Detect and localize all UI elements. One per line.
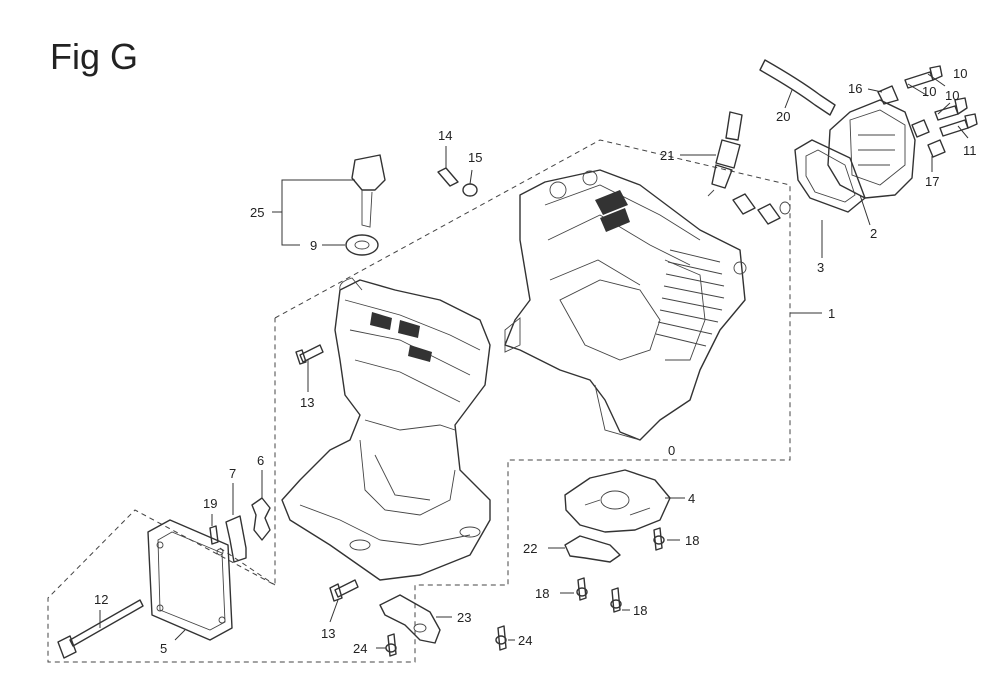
- head-cover: [827, 99, 916, 199]
- callout-4: 4: [688, 491, 695, 506]
- oil-filler-cap: [351, 154, 386, 228]
- gasket-7: [225, 515, 247, 563]
- callout-13-upper: 13: [300, 395, 314, 410]
- callout-24-a: 24: [353, 641, 367, 656]
- callout-3: 3: [817, 260, 824, 275]
- callout-1: 1: [828, 306, 835, 321]
- callout-0: 0: [668, 443, 675, 458]
- callout-21: 21: [660, 148, 674, 163]
- callout-10-c: 10: [945, 88, 959, 103]
- side-cover-plate: [147, 519, 233, 641]
- callout-24-b: 24: [518, 633, 532, 648]
- head-cover-gasket: [794, 139, 866, 213]
- callout-15: 15: [468, 150, 482, 165]
- dowel-pins: [732, 193, 791, 225]
- assembly-outline: [47, 139, 791, 663]
- callout-13-lower: 13: [321, 626, 335, 641]
- callout-17: 17: [925, 174, 939, 189]
- breather-tube: [759, 59, 836, 116]
- leader-lines: [99, 73, 969, 649]
- filler-seal: [345, 234, 379, 256]
- callout-5: 5: [160, 641, 167, 656]
- callout-20: 20: [776, 109, 790, 124]
- callout-10-b: 10: [922, 84, 936, 99]
- callout-7: 7: [229, 466, 236, 481]
- callout-11: 11: [963, 143, 977, 158]
- bracket-23: [379, 594, 441, 644]
- figure-title: Fig G: [50, 36, 139, 77]
- long-bolt-12: [57, 599, 144, 659]
- callout-25: 25: [250, 205, 264, 220]
- small-bolts: [209, 525, 665, 657]
- head-cover-bolts: [877, 65, 978, 158]
- bolt-14: [437, 167, 459, 187]
- washer-15: [462, 183, 478, 197]
- spark-plug: [707, 111, 743, 197]
- crankcase-housing: [281, 277, 491, 581]
- callout-19: 19: [203, 496, 217, 511]
- callout-16: 16: [848, 81, 862, 96]
- plate-6: [251, 497, 271, 541]
- callout-18-c: 18: [633, 603, 647, 618]
- engine-block: [504, 169, 747, 441]
- callout-22: 22: [523, 541, 537, 556]
- callout-labels: 1 2 3 4 5 6 7 9 10 10 10 11 12 13 13 14 …: [94, 66, 977, 656]
- callout-9: 9: [310, 238, 317, 253]
- callout-18-b: 18: [535, 586, 549, 601]
- callout-6: 6: [257, 453, 264, 468]
- callout-23: 23: [457, 610, 471, 625]
- clamp-22: [564, 535, 621, 563]
- bolt-13-upper: [295, 344, 324, 365]
- callout-18-a: 18: [685, 533, 699, 548]
- bolt-13-lower: [329, 579, 359, 602]
- pump-cover: [564, 469, 671, 533]
- callout-12: 12: [94, 592, 108, 607]
- callout-14: 14: [438, 128, 452, 143]
- callout-2: 2: [870, 226, 877, 241]
- callout-10-a: 10: [953, 66, 967, 81]
